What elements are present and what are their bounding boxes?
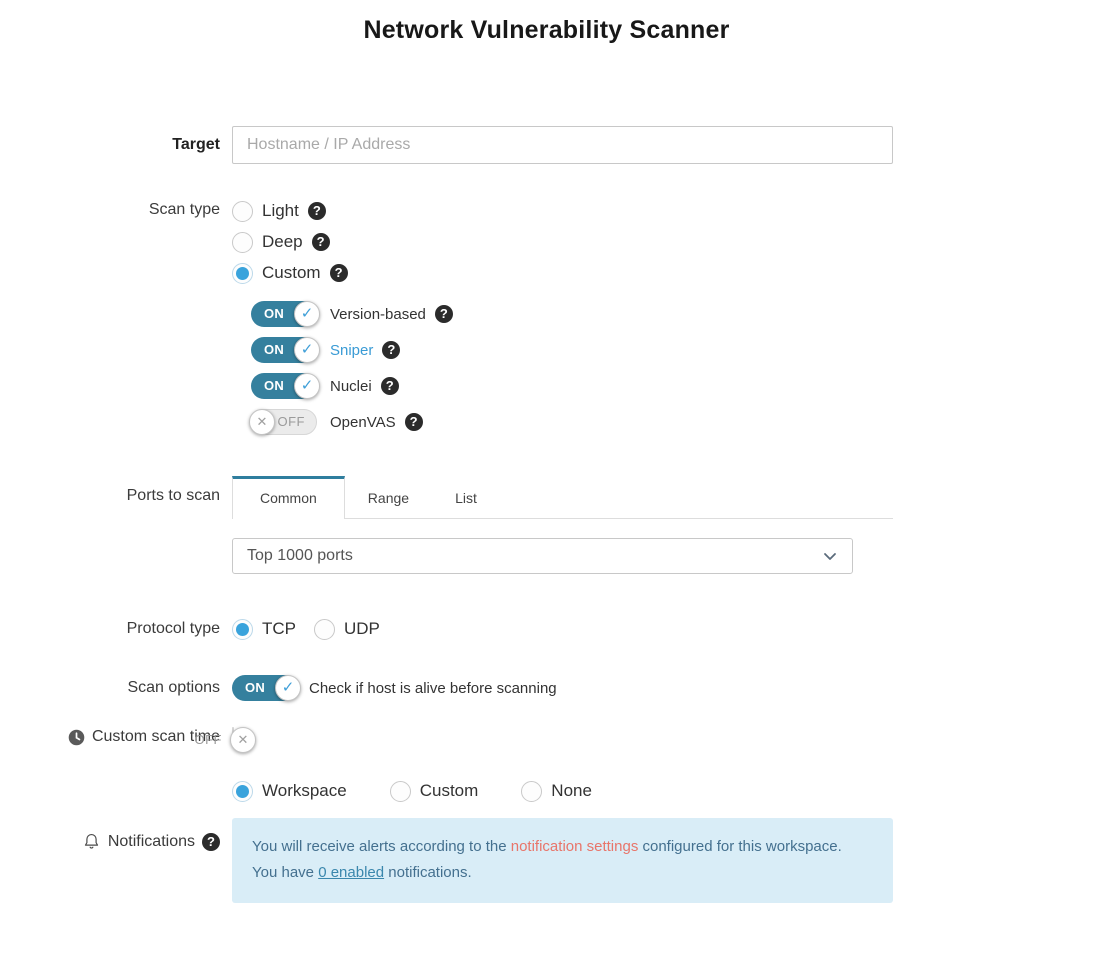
radio-circle-icon <box>314 618 335 640</box>
notifications-option-custom[interactable]: Custom <box>389 780 479 802</box>
ports-label: Ports to scan <box>126 487 220 504</box>
notifications-option-none[interactable]: None <box>521 780 592 802</box>
help-icon[interactable]: ? <box>329 264 348 282</box>
scan-type-label: Scan type <box>148 201 220 218</box>
enabled-notifications-link[interactable]: 0 enabled <box>318 864 385 881</box>
tab-common[interactable]: Common <box>232 476 345 519</box>
check-icon: ✓ <box>294 301 320 327</box>
info-text: configured for this workspace. <box>638 838 842 855</box>
notification-settings-link[interactable]: notification settings <box>510 838 639 855</box>
tab-range[interactable]: Range <box>367 490 410 506</box>
notifications-label-group: Notifications ? <box>0 780 220 903</box>
help-icon[interactable]: ? <box>380 377 399 395</box>
toggle-state-text: ON <box>264 342 285 357</box>
radio-circle-icon <box>521 780 543 802</box>
custom-tools-group: ON ✓ Version-based ? ON ✓ Sniper ? <box>249 301 893 435</box>
toggle-state-text: OFF <box>277 414 305 429</box>
protocol-row: Protocol type TCP UDP <box>0 618 1093 640</box>
help-icon[interactable]: ? <box>382 341 401 359</box>
notifications-label: Notifications <box>107 832 195 850</box>
radio-circle-icon <box>232 200 253 222</box>
help-icon[interactable]: ? <box>202 832 220 851</box>
cross-icon: ✕ <box>230 727 256 753</box>
scan-type-row: Scan type Light ? Deep ? Custo <box>0 200 1093 435</box>
info-text: notifications. <box>384 864 472 881</box>
toggle-state-text: OFF <box>194 732 222 747</box>
notifications-workspace-label: Workspace <box>262 781 347 800</box>
radio-circle-icon <box>389 780 411 802</box>
scan-type-option-custom[interactable]: Custom ? <box>232 262 893 284</box>
page-title: Network Vulnerability Scanner <box>363 16 730 44</box>
ports-select[interactable]: Top 1000 ports <box>232 538 853 574</box>
scan-options-label: Scan options <box>127 679 220 696</box>
toggle-state-text: ON <box>264 378 285 393</box>
scan-options-row: Scan options ON ✓ Check if host is alive… <box>0 675 1093 701</box>
cross-icon: ✕ <box>249 409 275 435</box>
ports-row: Ports to scan Common Range List Top 1000… <box>0 476 1093 574</box>
chevron-down-icon <box>822 548 838 564</box>
nuclei-label: Nuclei <box>330 377 372 395</box>
ports-select-value: Top 1000 ports <box>247 547 353 564</box>
host-alive-label: Check if host is alive before scanning <box>309 679 557 697</box>
version-based-label: Version-based <box>330 305 426 323</box>
sniper-link[interactable]: Sniper <box>330 341 374 359</box>
protocol-udp-label: UDP <box>344 619 380 638</box>
openvas-toggle[interactable]: ✕ OFF <box>249 409 317 435</box>
tool-sniper-row: ON ✓ Sniper ? <box>251 337 893 363</box>
scan-type-custom-label: Custom <box>262 263 321 282</box>
nuclei-toggle[interactable]: ON ✓ <box>251 373 320 399</box>
info-text: You will receive alerts according to the <box>252 838 511 855</box>
custom-scan-time-row: Custom scan time ✕ OFF <box>0 727 1093 753</box>
check-icon: ✓ <box>294 373 320 399</box>
custom-scan-time-label: Custom scan time <box>91 728 220 745</box>
scan-type-light-label: Light <box>262 201 299 220</box>
scan-type-deep-label: Deep <box>262 232 303 251</box>
custom-scan-time-toggle[interactable]: ✕ OFF <box>195 727 256 753</box>
target-row: Target <box>0 126 1093 164</box>
radio-circle-icon <box>232 780 253 802</box>
tool-openvas-row: ✕ OFF OpenVAS ? <box>249 409 893 435</box>
radio-circle-icon <box>232 618 253 640</box>
tool-version-based-row: ON ✓ Version-based ? <box>251 301 893 327</box>
toggle-state-text: ON <box>264 306 285 321</box>
info-text: You have <box>252 864 319 881</box>
custom-scan-time-label-group: Custom scan time <box>0 728 220 746</box>
scanner-page: Network Vulnerability Scanner Target Sca… <box>0 16 1093 903</box>
radio-circle-icon <box>232 231 253 253</box>
openvas-label: OpenVAS <box>330 413 396 431</box>
host-alive-toggle[interactable]: ON ✓ <box>232 675 301 701</box>
help-icon[interactable]: ? <box>434 305 453 323</box>
help-icon[interactable]: ? <box>404 413 423 431</box>
protocol-label: Protocol type <box>126 620 220 637</box>
help-icon[interactable]: ? <box>307 202 326 220</box>
clock-icon <box>68 729 85 746</box>
scan-type-option-light[interactable]: Light ? <box>232 200 893 222</box>
protocol-tcp-label: TCP <box>262 619 296 638</box>
bell-icon <box>82 832 101 851</box>
notifications-option-workspace[interactable]: Workspace <box>232 780 347 802</box>
check-icon: ✓ <box>294 337 320 363</box>
radio-circle-icon <box>232 262 253 284</box>
sniper-toggle[interactable]: ON ✓ <box>251 337 320 363</box>
notifications-none-label: None <box>551 781 592 800</box>
scan-type-option-deep[interactable]: Deep ? <box>232 231 893 253</box>
ports-tabs: Common Range List <box>232 476 893 519</box>
help-icon[interactable]: ? <box>311 233 330 251</box>
scanner-form: Target Scan type Light ? Deep ? <box>0 126 1093 903</box>
toggle-state-text: ON <box>245 680 266 695</box>
target-input[interactable] <box>232 126 893 164</box>
target-label: Target <box>172 136 220 153</box>
notifications-custom-label: Custom <box>419 781 479 800</box>
notifications-row: Notifications ? Workspace Custom None <box>0 780 1093 903</box>
notifications-info-box: You will receive alerts according to the… <box>232 818 893 903</box>
protocol-option-tcp[interactable]: TCP <box>232 618 296 640</box>
tab-list[interactable]: List <box>455 490 477 506</box>
check-icon: ✓ <box>275 675 301 701</box>
version-based-toggle[interactable]: ON ✓ <box>251 301 320 327</box>
tool-nuclei-row: ON ✓ Nuclei ? <box>251 373 893 399</box>
protocol-option-udp[interactable]: UDP <box>314 618 380 640</box>
